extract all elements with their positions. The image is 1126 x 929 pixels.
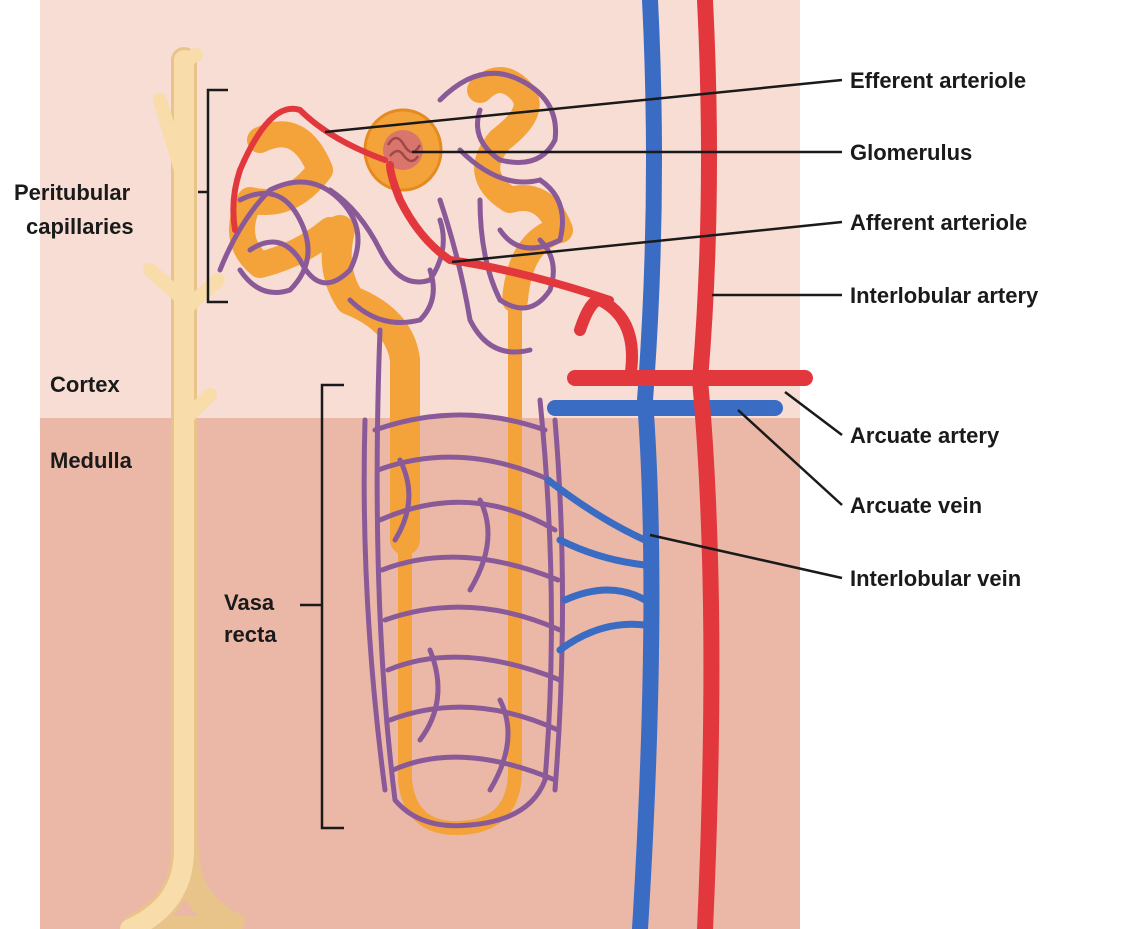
label-medulla: Medulla [50,448,133,473]
label-glomerulus: Glomerulus [850,140,972,165]
label-efferent-arteriole: Efferent arteriole [850,68,1026,93]
label-afferent-arteriole: Afferent arteriole [850,210,1027,235]
label-vasa-line2: recta [224,622,277,647]
cortex-region [40,0,800,418]
label-arcuate-artery: Arcuate artery [850,423,1000,448]
label-vasa-line1: Vasa [224,590,275,615]
label-cortex: Cortex [50,372,120,397]
label-interlobular-vein: Interlobular vein [850,566,1021,591]
label-arcuate-vein: Arcuate vein [850,493,982,518]
label-peritubular-line1: Peritubular [14,180,131,205]
label-peritubular-line2: capillaries [26,214,134,239]
label-interlobular-artery: Interlobular artery [850,283,1039,308]
